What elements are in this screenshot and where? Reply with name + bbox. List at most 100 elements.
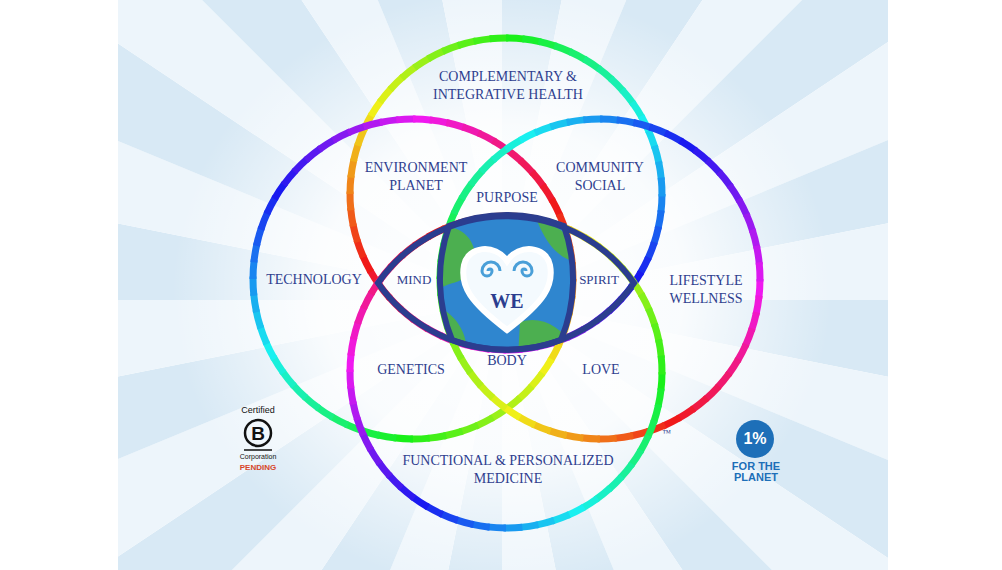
rainbow-ring [548,430,567,435]
rainbow-ring [567,507,584,515]
rainbow-ring [253,260,254,279]
rainbow-ring [493,148,508,160]
rainbow-ring [538,41,556,46]
rainbow-ring [564,435,583,438]
rainbow-ring [260,326,267,344]
rainbow-ring [533,424,551,431]
bcorp-status: PENDING [223,463,293,472]
rainbow-ring [402,66,417,78]
rainbow-ring [274,183,285,199]
rainbow-ring [458,41,476,46]
rainbow-ring [641,294,649,311]
bcorp-rule [244,449,272,451]
rainbow-ring [256,310,261,329]
rainbow-ring [266,342,275,359]
rainbow-ring [282,371,294,386]
rainbow-ring [254,293,257,312]
rainbow-ring [353,143,358,161]
rainbow-ring [631,450,641,466]
rainbow-ring [582,498,598,508]
rainbow-ring [620,464,632,479]
rainbow-ring [729,185,739,201]
circle-label: COMPLEMENTARY & INTEGRATIVE HEALTH [408,68,608,104]
rainbow-ring [427,436,446,439]
rainbow-ring [658,356,666,375]
rainbow-ring [520,132,537,141]
rainbow-ring [518,416,535,425]
rainbow-ring [462,127,480,134]
rainbow-ring [474,39,493,42]
region-label: BODY [467,352,547,370]
rainbow-ring [617,120,636,123]
rainbow-ring [614,436,633,439]
bcorp-text: Corporation [223,453,293,461]
rainbow-ring [661,194,662,213]
rainbow-ring [353,402,358,420]
rainbow-ring [567,120,586,123]
rainbow-ring [348,126,366,133]
bcorp-letter: B [246,424,270,444]
rainbow-ring [542,185,552,201]
rainbow-ring [370,448,380,464]
rainbow-ring [648,242,655,259]
bcorp-text: Certified [228,405,288,415]
rainbow-ring [358,306,365,323]
rainbow-ring [394,438,413,439]
rainbow-ring [520,160,534,174]
rainbow-ring [654,226,659,244]
rainbow-ring [552,199,561,216]
rainbow-ring [428,51,445,59]
rainbow-ring [610,78,623,91]
center-word: WE [477,290,537,312]
rainbow-ring [633,123,652,128]
rainbow-ring [584,59,600,69]
rainbow-ring [371,100,381,116]
rainbow-ring [363,292,372,309]
rainbow-ring [347,370,355,389]
circle-label: FUNCTIONAL & PERSONALIZED MEDICINE [383,452,633,488]
center-frame [440,215,573,350]
rainbow-ring [600,119,619,120]
rainbow-ring [412,497,428,507]
rainbow-ring [357,418,364,436]
rainbow-ring [596,488,611,500]
rainbow-ring [430,120,449,123]
rainbow-ring [444,431,463,436]
rainbow-ring [426,506,443,515]
heart [463,249,551,330]
rainbow-ring [661,372,662,391]
center-glow [172,0,832,570]
rainbow-ring [454,197,463,214]
rainbow-ring [410,435,429,443]
rainbow-ring [649,127,667,134]
circle-label: LIFESTYLE WELLNESS [651,272,761,308]
rainbow-ring [491,396,506,408]
rainbow-ring [261,212,268,230]
rainbow-ring [692,398,707,410]
rainbow-ring [554,46,571,53]
rainbow-ring [455,520,473,525]
rainbow-ring [728,359,739,375]
rainbow-ring [471,170,483,185]
rainbow-ring [357,240,364,258]
rainbow-ring [759,279,760,298]
rainbow-ring [363,433,371,450]
rainbow-ring [306,148,321,160]
rainbow-ring [659,340,662,359]
rainbow-ring [694,150,709,162]
rainbow-ring [597,435,616,443]
rainbow-ring [378,462,390,477]
trademark: ™ [657,428,677,438]
rainbow-ring [317,407,333,418]
rainbow-ring [347,192,355,211]
rainbow-ring [752,230,757,249]
rainbow-ring [659,162,662,181]
rainbow-ring [461,183,472,199]
rainbow-ring [478,133,495,142]
rainbow-ring [663,418,680,427]
rainbow-ring [390,76,403,89]
rainbow-ring [678,408,694,418]
rainbow-ring [400,486,415,498]
region-label: SPIRIT [569,271,629,289]
rainbow-ring [273,357,283,373]
